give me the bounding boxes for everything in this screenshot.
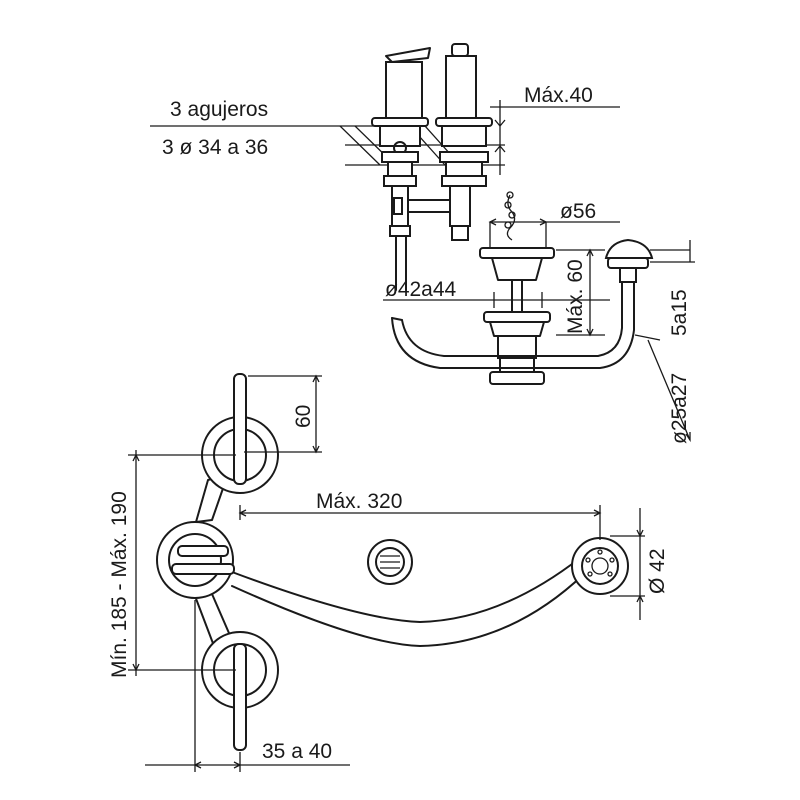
valve-spacing-label: Mín. 185 - Máx. 190 [108, 491, 131, 678]
holes-diameter-label: 3 ø 34 a 36 [162, 136, 268, 159]
drain-height-label: Máx. 60 [564, 259, 587, 334]
drain-bottom-diameter-label: ø42a44 [385, 278, 457, 301]
holes-title-label: 3 agujeros [170, 98, 268, 121]
plan-view [128, 373, 645, 772]
overflow-height-label: 5a15 [668, 289, 691, 336]
side-elevation-view [150, 43, 695, 443]
deck-thickness-label: Máx.40 [524, 84, 593, 107]
handle-distance-label: 35 a 40 [262, 740, 332, 763]
overflow-diameter-label: ø25a27 [668, 373, 691, 444]
spout-outlet-diameter-label: Ø 42 [646, 548, 669, 594]
spout-reach-label: Máx. 320 [316, 490, 402, 513]
handle-offset-label: 60 [292, 405, 315, 428]
drain-top-diameter-label: ø56 [560, 200, 596, 223]
